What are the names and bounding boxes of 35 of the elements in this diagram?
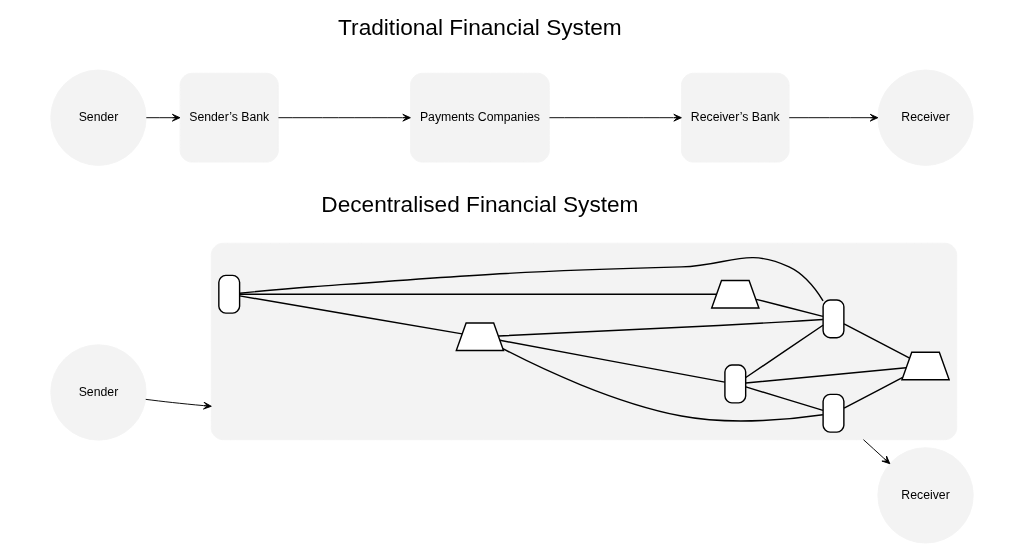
node-box: Sender’s Bank [179,72,279,163]
arrow [863,439,891,465]
node-circle: Receiver [877,69,974,166]
connector [499,339,726,383]
connector [239,256,824,302]
connector [843,376,904,409]
connector [755,298,824,318]
cluster [210,242,958,441]
arrow [788,113,879,122]
connector [745,386,824,412]
node-box: Payments Companies [410,72,550,163]
arrow [145,113,181,122]
connector [745,367,907,384]
connector [502,347,824,422]
node-phone [822,299,845,339]
connector [745,324,824,379]
node-laptop [900,351,951,381]
node-phone [724,364,747,404]
node-laptop [455,322,505,352]
connector [497,318,824,337]
connector [843,323,911,359]
connector [239,293,718,295]
node-laptop [710,279,760,309]
label: Decentralised Financial System [321,191,639,218]
label: Traditional Financial System [338,13,622,40]
node-box: Receiver’s Bank [681,72,790,163]
connector [238,295,463,335]
node-phone [218,274,241,314]
node-circle: Sender [50,344,147,441]
node-circle: Receiver [877,447,974,544]
node-phone [822,393,845,433]
arrow [145,398,212,410]
arrow [549,113,682,122]
arrow [277,113,411,122]
node-circle: Sender [50,69,147,166]
